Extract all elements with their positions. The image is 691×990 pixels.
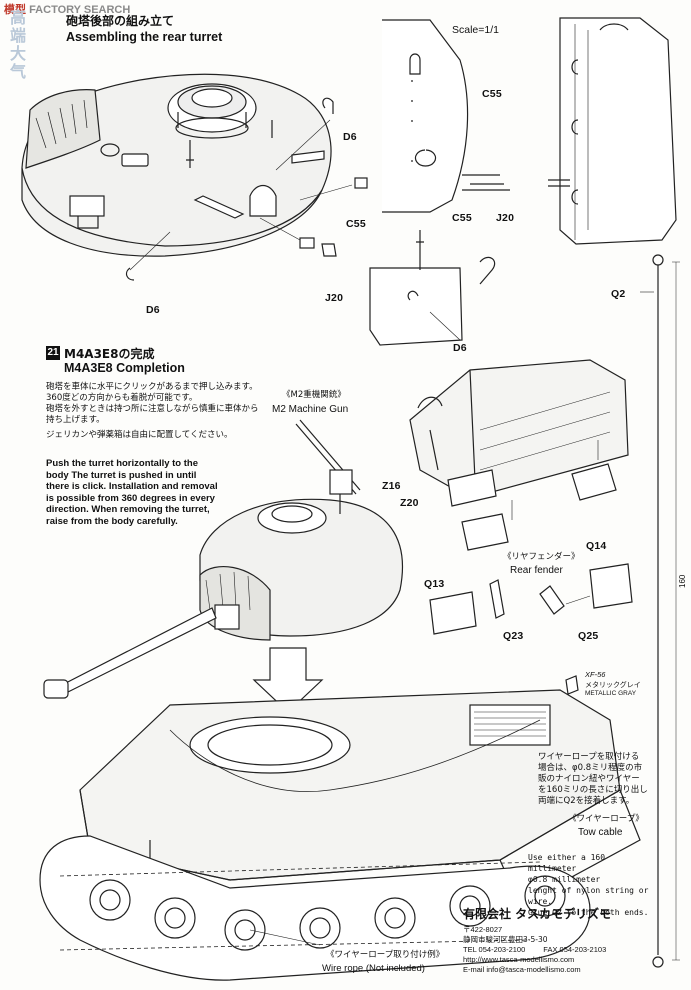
side-watermark: 高端大气 <box>7 9 26 81</box>
part-label-d6: D6 <box>343 131 357 143</box>
rear-fender-drawing <box>409 359 633 695</box>
part-label-q23: Q23 <box>503 630 524 642</box>
part-label-q14: Q14 <box>586 540 607 552</box>
instruction-line: 持ち上げます。 <box>46 415 105 425</box>
instruction-line: 砲塔を車体に水平にクリックがあるまで押し込みます。 <box>46 382 258 392</box>
instruction-line: direction. When removing the turret, <box>46 504 210 515</box>
scale-label: Scale=1/1 <box>452 24 499 36</box>
dimension-label: 160 <box>678 574 687 588</box>
part-label-c55: C55 <box>346 218 366 230</box>
step21-title-ja: M4A3E8の完成 <box>64 347 155 361</box>
part-label-z16: Z16 <box>382 480 401 492</box>
company-url[interactable]: http://www.tasca-modellismo.com <box>463 955 575 964</box>
instruction-line: there is click. Installation and removal <box>46 481 218 492</box>
mg-label-ja: 《M2重機関銃》 <box>282 390 346 400</box>
wire-note-en: Use either a 160 millimeter φ0.8 millime… <box>528 852 652 918</box>
completed-tank-drawing <box>39 419 641 981</box>
part-label-z20: Z20 <box>400 497 419 509</box>
wire-note-ja: ワイヤーロープを取付ける 場合は、φ0.8ミリ程度の市 販のナイロン紐やワイヤー… <box>538 752 648 807</box>
note-line: 場合は、φ0.8ミリ程度の市 <box>538 763 643 773</box>
part-label-j20: J20 <box>496 212 515 224</box>
watermark-cn: 模型 <box>4 3 26 16</box>
rear-turret-drawing <box>21 73 368 281</box>
step20-title-en: Assembling the rear turret <box>66 30 223 44</box>
note-line: lenght of nylon string or wire. <box>528 886 649 906</box>
watermark-text: FACTORY SEARCH <box>29 4 131 16</box>
note-line: 両端にQ2を接着します。 <box>538 796 635 806</box>
mg-label-en: M2 Machine Gun <box>272 404 349 415</box>
tow-cable-label-ja: 《ワイヤーロープ》 <box>568 814 644 824</box>
company-email[interactable]: E-mail info@tasca-modellismo.com <box>463 965 581 974</box>
paint-name-en: METALLIC GRAY <box>585 690 637 697</box>
note-line: 販のナイロン紐やワイヤー <box>538 774 640 784</box>
company-phone-line: TEL 054-203-2100 FAX 054-203-2103 <box>463 945 663 955</box>
scale-views-drawing <box>369 17 677 346</box>
part-label-j20: J20 <box>325 292 344 304</box>
note-line: Glue Q2 to the both ends. <box>528 908 649 917</box>
note-line: を160ミリの長さに切り出し <box>538 785 648 795</box>
wire-example-en: Wire rope (Not included) <box>322 963 425 974</box>
company-postal: 〒422-8027 <box>463 925 503 934</box>
part-label-c55: C55 <box>452 212 472 224</box>
part-label-d6: D6 <box>146 304 160 316</box>
note-line: ワイヤーロープを取付ける <box>538 752 640 762</box>
paint-code: XF-56 <box>585 670 606 679</box>
part-label-q25: Q25 <box>578 630 599 642</box>
tow-cable-label-en: Tow cable <box>578 827 623 838</box>
company-tel: TEL 054-203-2100 <box>463 945 526 954</box>
part-label-c55: C55 <box>482 88 502 100</box>
company-info: 〒422-8027 静岡市駿河区豊田3-5-30 TEL 054-203-210… <box>463 925 663 975</box>
step21-title-en: M4A3E8 Completion <box>64 361 185 375</box>
instruction-line: body The turret is pushed in until <box>46 469 197 481</box>
instruction-line: is possible from 360 degrees in every <box>46 492 215 504</box>
part-label-q2: Q2 <box>611 288 626 300</box>
instructions-ja: 砲塔を車体に水平にクリックがあるまで押し込みます。 360度どの方向からも着脱が… <box>46 382 276 441</box>
company-name: 有限会社 タスカモデリズモ <box>463 907 612 921</box>
instruction-line: Push the turret horizontally to the <box>46 458 199 469</box>
instruction-line: 砲塔を外すときは持つ所に注意しながら慎重に車体から <box>46 404 259 414</box>
rear-fender-label-ja: 《リヤフェンダー》 <box>503 552 580 562</box>
tow-cable-drawing <box>640 254 680 968</box>
step20-title-ja: 砲塔後部の組み立て <box>66 14 175 28</box>
step-number-badge: 21 <box>46 346 60 360</box>
note-line: Use either a 160 millimeter <box>528 853 606 873</box>
paint-name-ja: メタリックグレイ <box>585 681 641 689</box>
part-label-q13: Q13 <box>424 578 445 590</box>
note-line: φ0.8 millimeter <box>528 875 601 884</box>
instruction-line: ジェリカンや弾薬箱は自由に配置してください。 <box>46 430 233 440</box>
rear-fender-label-en: Rear fender <box>510 565 563 576</box>
wire-example-ja: 《ワイヤーロープ取り付け例》 <box>326 950 445 960</box>
instruction-line: raise from the body carefully. <box>46 515 178 527</box>
company-address: 静岡市駿河区豊田3-5-30 <box>463 935 548 944</box>
part-label-d6: D6 <box>453 342 467 354</box>
watermark: 模型 FACTORY SEARCH <box>4 1 130 17</box>
company-fax: FAX 054-203-2103 <box>543 945 607 954</box>
instruction-line: 360度どの方向からも着脱が可能です。 <box>46 393 198 403</box>
instructions-en: Push the turret horizontally to the body… <box>46 458 256 527</box>
